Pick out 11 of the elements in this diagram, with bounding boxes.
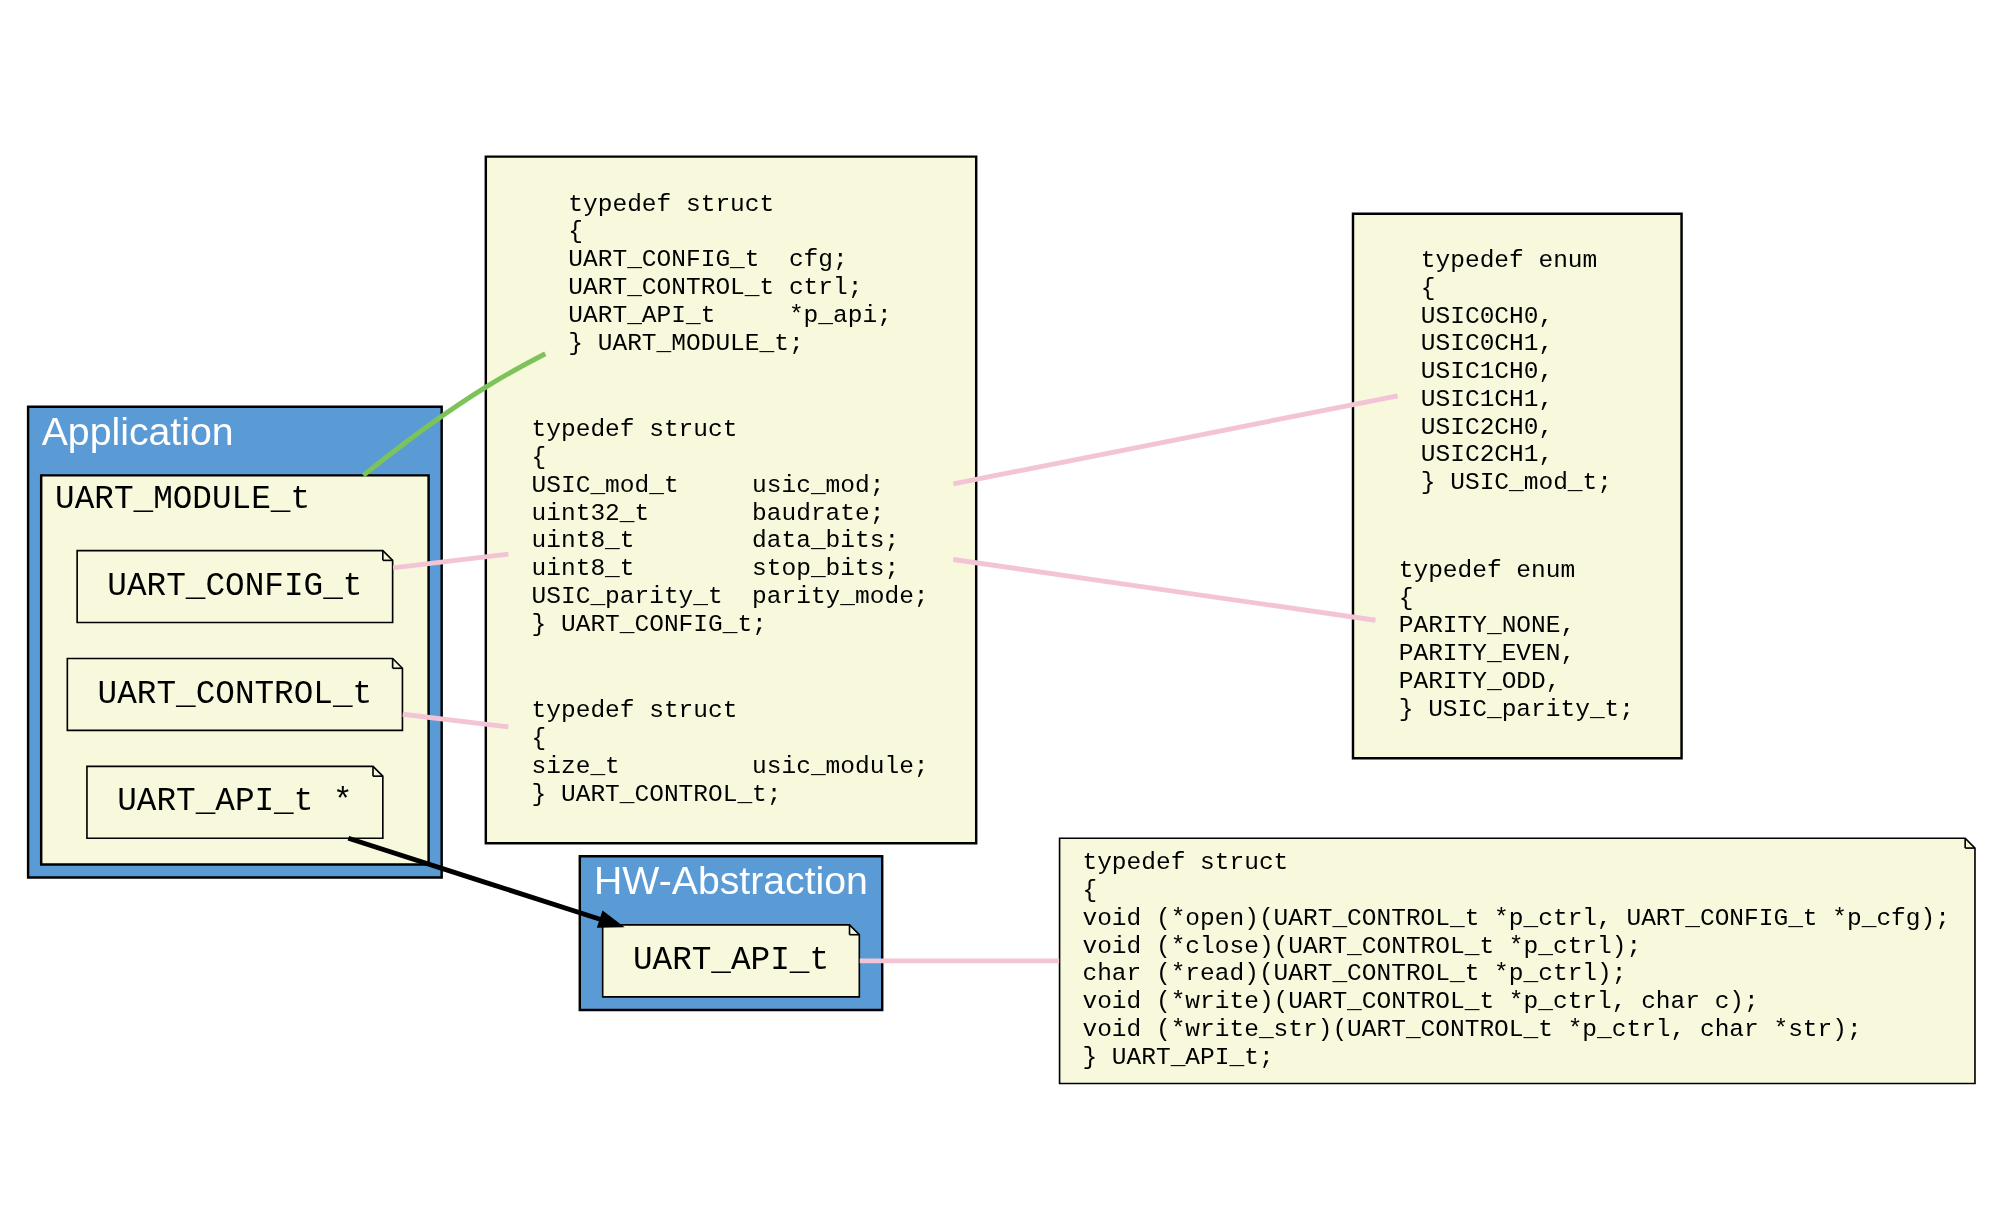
- cluster: [1351, 212, 1683, 760]
- connector: [859, 958, 1060, 964]
- connector: [361, 351, 547, 478]
- node-text: typedef enum { PARITY_NONE, PARITY_EVEN, PARITY_ODD, } USIC_parity_t;: [1398, 556, 1635, 723]
- node-text: typedef struct { USIC_mod_t usic_mod; uint32_t baudrate; uint8_t data_bits; uint8_t stop_bits; USIC_parity_t parity_mode; } UART_CONFIG_t;: [531, 416, 929, 638]
- node-text: typedef enum { USIC0CH0, USIC0CH1, USIC1CH0, USIC1CH1, USIC2CH0, USIC2CH1, } USIC_mod_t;: [1420, 246, 1612, 497]
- connector: [953, 557, 1376, 623]
- connector: [952, 393, 1399, 487]
- node-text: typedef struct { UART_CONFIG_t cfg; UART_CONTROL_t ctrl; UART_API_t *p_api; } UART_MODULE_t;: [568, 190, 892, 357]
- cluster: [484, 155, 978, 845]
- node-text: typedef struct { size_t usic_module; } UART_CONTROL_t;: [531, 697, 929, 808]
